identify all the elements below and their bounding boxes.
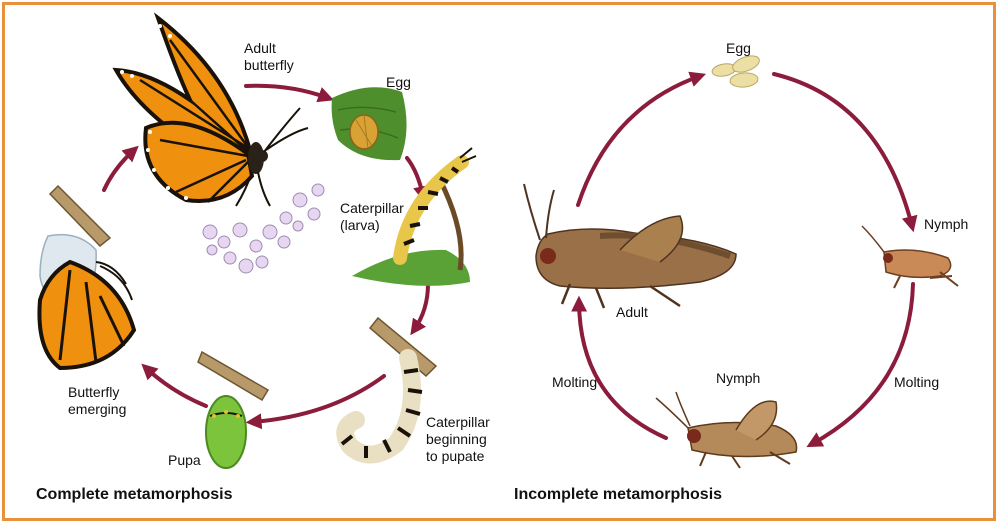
- arrow-inc-egg-to-nymph: [772, 72, 918, 233]
- label-caterpillar-line2: (larva): [340, 217, 380, 233]
- grasshopper-eggs-illustration: [711, 55, 760, 88]
- label-caterpillar-larva: Caterpillar (larva): [340, 200, 404, 234]
- title-complete-metamorphosis: Complete metamorphosis: [36, 486, 233, 503]
- label-butterfly-emerging: Butterfly emerging: [68, 384, 126, 418]
- label-inc-molting-right: Molting: [894, 374, 940, 390]
- adult-grasshopper-illustration: [523, 183, 737, 309]
- arrow-caterpillar-to-pupating: [410, 282, 430, 336]
- label-adult-butterfly-line2: butterfly: [244, 57, 294, 73]
- label-inc-nymph-bottom: Nymph: [716, 370, 761, 386]
- label-caterpillar-line1: Caterpillar: [340, 200, 404, 216]
- emerging-butterfly-illustration: [37, 184, 137, 371]
- egg-on-leaf-illustration: [331, 87, 407, 161]
- label-emerging-line1: Butterfly: [68, 384, 120, 400]
- label-inc-egg: Egg: [726, 40, 751, 56]
- milkweed-flowers: [202, 183, 325, 274]
- arrow-adult-to-egg: [244, 83, 335, 103]
- label-inc-adult: Adult: [616, 304, 648, 320]
- label-egg: Egg: [386, 74, 411, 90]
- label-pupating-line2: beginning: [426, 431, 487, 447]
- title-incomplete-metamorphosis: Incomplete metamorphosis: [514, 486, 723, 503]
- label-pupating-line1: Caterpillar: [426, 414, 490, 430]
- label-inc-molting-left: Molting: [552, 374, 598, 390]
- pupa-illustration: [197, 350, 270, 469]
- nymph-right-illustration: [861, 225, 959, 289]
- nymph-bottom-illustration: [655, 391, 798, 469]
- caterpillar-illustration: [352, 147, 477, 286]
- label-pupating-line3: to pupate: [426, 448, 485, 464]
- arrow-pupating-to-pupa: [245, 374, 386, 430]
- arrow-pupa-to-emerging: [141, 363, 208, 408]
- label-caterpillar-pupating: Caterpillar beginning to pupate: [426, 414, 490, 465]
- pupating-caterpillar-illustration: [336, 316, 438, 464]
- label-emerging-line2: emerging: [68, 401, 127, 417]
- label-inc-nymph-right: Nymph: [924, 216, 969, 232]
- label-adult-butterfly-line1: Adult: [244, 40, 276, 56]
- arrow-inc-nymph-to-adult: [571, 295, 668, 440]
- arrow-inc-nymph-to-nymph: [806, 282, 915, 448]
- label-pupa: Pupa: [168, 452, 201, 468]
- arrow-egg-to-caterpillar: [405, 156, 429, 203]
- arrow-inc-adult-to-egg: [576, 71, 707, 207]
- incomplete-cycle-arrows: [571, 71, 918, 448]
- arrow-emerging-to-adult: [102, 145, 139, 192]
- label-adult-butterfly: Adult butterfly: [244, 40, 294, 74]
- butterfly-forewing: [112, 12, 253, 152]
- adult-butterfly-illustration: [112, 12, 325, 274]
